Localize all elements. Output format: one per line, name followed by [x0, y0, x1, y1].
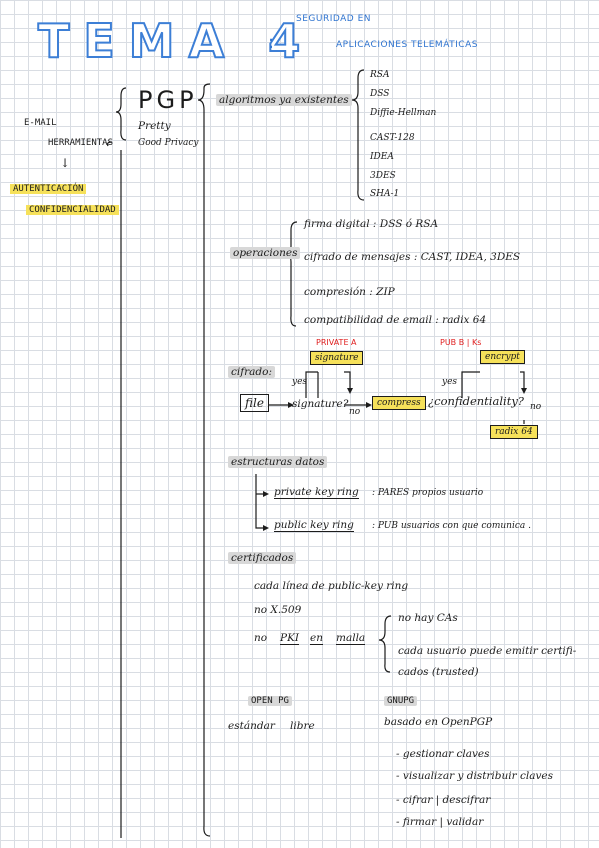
file-box: file [240, 394, 269, 412]
cert-line-1: cada línea de public-key ring [254, 580, 409, 592]
pgp-expansion-1: Pretty [138, 120, 171, 132]
openpg-heading: OPEN PG [248, 696, 292, 706]
compress-box: compress [372, 396, 426, 410]
page-title: TEMA 4 [37, 13, 315, 69]
public-ring-desc: : PUB usuarios con que comunica . [372, 521, 531, 531]
cert-brace-item-2a: cada usuario puede emitir certifi- [398, 645, 577, 657]
gnupg-item: - cifrar | descifrar [396, 794, 491, 806]
private-key-ring: private key ring [274, 486, 359, 499]
title-sub-2: APLICACIONES TELEMÁTICAS [336, 40, 478, 50]
operation-item: cifrado de mensajes : CAST, IDEA, 3DES [304, 251, 521, 263]
algo-item: RSA [370, 70, 390, 80]
cert-en: en [310, 632, 323, 645]
algo-item: SHA-1 [370, 189, 400, 199]
title-colon: : [268, 32, 275, 53]
signature-box: signature [310, 351, 364, 365]
gnupg-item: - visualizar y distribuir claves [396, 770, 554, 782]
private-a-label: PRIVATE A [316, 338, 357, 347]
operation-item: compatibilidad de email : radix 64 [304, 314, 487, 326]
public-key-ring: public key ring [274, 519, 354, 532]
cert-pki: PKI [280, 632, 300, 645]
confidentiality-question: ¿confidentiality? [428, 394, 524, 408]
tools-label: HERRAMIENTAS [48, 138, 114, 148]
estructuras-label: estructuras datos [228, 456, 328, 468]
pub-b-label: PUB B | Ks [440, 338, 482, 347]
gnupg-item: - gestionar claves [396, 748, 490, 760]
algo-item: Diffie-Hellman [370, 108, 437, 118]
conf-label: CONFIDENCIALIDAD [26, 205, 119, 215]
cert-brace-item-1: no hay CAs [398, 612, 458, 624]
yes-label-2: yes [442, 377, 458, 387]
cert-line-3-no: no [254, 632, 268, 644]
openpg-desc-b: libre [290, 720, 315, 732]
operation-item: compresión : ZIP [304, 286, 395, 298]
certificados-label: certificados [228, 552, 297, 564]
down-arrow: ↓ [60, 156, 71, 170]
yes-label-1: yes [292, 377, 308, 387]
openpg-desc-a: estándar [228, 720, 275, 732]
cert-brace-item-2b: cados (trusted) [398, 666, 479, 678]
title-sub-1: SEGURIDAD EN [296, 14, 372, 24]
operation-item: firma digital : DSS ó RSA [304, 218, 439, 230]
no-label-2: no [530, 402, 542, 412]
algo-item: CAST-128 [370, 133, 415, 143]
algorithms-label: algoritmos ya existentes [216, 94, 352, 106]
operations-label: operaciones [230, 247, 301, 259]
gnupg-based: basado en OpenPGP [384, 716, 493, 728]
gnupg-heading: GNUPG [384, 696, 418, 706]
radix-box: radix 64 [490, 425, 538, 439]
cert-malla: malla [336, 632, 366, 645]
pgp-heading: PGP [138, 86, 198, 114]
email-label: E-MAIL [24, 118, 57, 128]
signature-question: signature? [292, 398, 349, 410]
auth-label: AUTENTICACIÓN [10, 184, 87, 194]
cifrado-label: cifrado: [228, 366, 275, 378]
cert-line-2: no X.509 [254, 604, 302, 616]
encrypt-box: encrypt [480, 350, 525, 364]
algo-item: 3DES [370, 171, 396, 181]
pgp-expansion-2: Good Privacy [138, 138, 199, 148]
private-ring-desc: : PARES propios usuario [372, 488, 484, 498]
gnupg-item: - firmar | validar [396, 816, 484, 828]
no-label-1: no [349, 407, 361, 417]
algo-item: IDEA [370, 152, 394, 162]
algo-item: DSS [370, 89, 390, 99]
